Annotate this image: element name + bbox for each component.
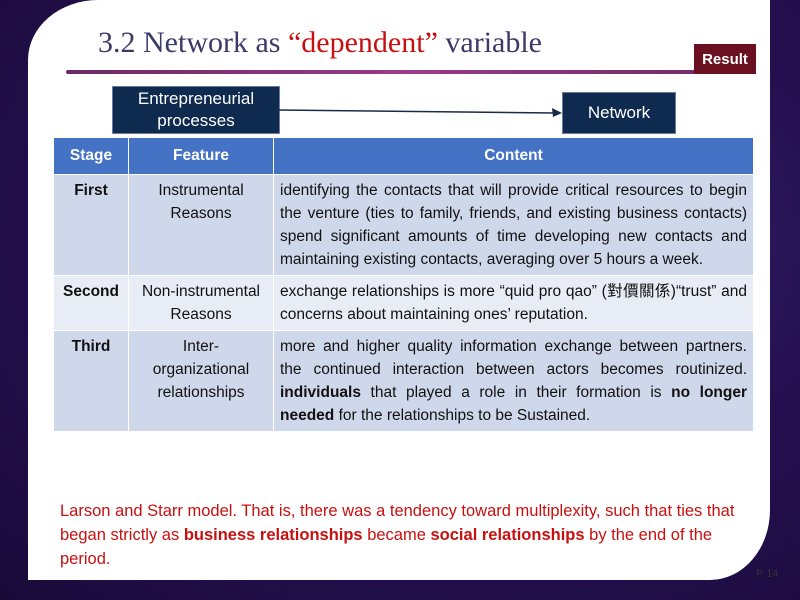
content-text: for the relationships to be Sustained. <box>334 407 591 424</box>
content-bold-text: no longer needed <box>280 384 747 424</box>
header-feature: Feature <box>128 137 274 175</box>
content-bold-text: individuals <box>280 384 361 401</box>
flow-target-box: Network <box>562 92 676 134</box>
summary-part: by the end of the period. <box>60 526 713 568</box>
stage-cell: Third <box>53 330 129 432</box>
table-row: Second Non-instrumental Reasons exchange… <box>53 275 754 331</box>
table-header-row: Stage Feature Content <box>53 137 754 175</box>
title-prefix: 3.2 Network as <box>98 26 288 59</box>
content-text: that played a role in their formation is <box>360 384 672 401</box>
content-cell: identifying the contacts that will provi… <box>273 174 754 276</box>
title-underline <box>66 70 752 74</box>
flow-source-box: Entrepreneurial processes <box>112 86 280 134</box>
header-content: Content <box>273 137 754 175</box>
slide-title: 3.2 Network as “dependent” variable <box>98 26 542 60</box>
table-row: Third Inter-organizational relationships… <box>53 330 754 432</box>
stage-table: Stage Feature Content First Instrumental… <box>53 137 754 432</box>
table-row: First Instrumental Reasons identifying t… <box>53 174 754 276</box>
header-stage: Stage <box>53 137 129 175</box>
content-cell: more and higher quality information exch… <box>273 330 754 432</box>
content-text: more and higher quality information exch… <box>280 338 747 378</box>
page-number: P 14 <box>756 568 779 580</box>
title-highlight: “dependent” <box>287 26 438 59</box>
result-badge: Result <box>694 44 756 74</box>
content-cell: exchange relationships is more “quid pro… <box>273 275 754 331</box>
stage-cell: First <box>53 174 129 276</box>
feature-cell: Non-instrumental Reasons <box>128 275 274 331</box>
summary-part: became <box>362 526 431 544</box>
summary-text: Larson and Starr model. That is, there w… <box>60 499 740 571</box>
stage-cell: Second <box>53 275 129 331</box>
summary-bold: social relationships <box>430 526 585 544</box>
feature-cell: Instrumental Reasons <box>128 174 274 276</box>
title-suffix: variable <box>437 26 542 59</box>
summary-part: Larson and Starr model. That is, there w… <box>60 502 735 544</box>
summary-bold: business relationships <box>183 526 363 544</box>
feature-cell: Inter-organizational relationships <box>128 330 274 432</box>
flow-arrow-icon <box>277 108 562 117</box>
